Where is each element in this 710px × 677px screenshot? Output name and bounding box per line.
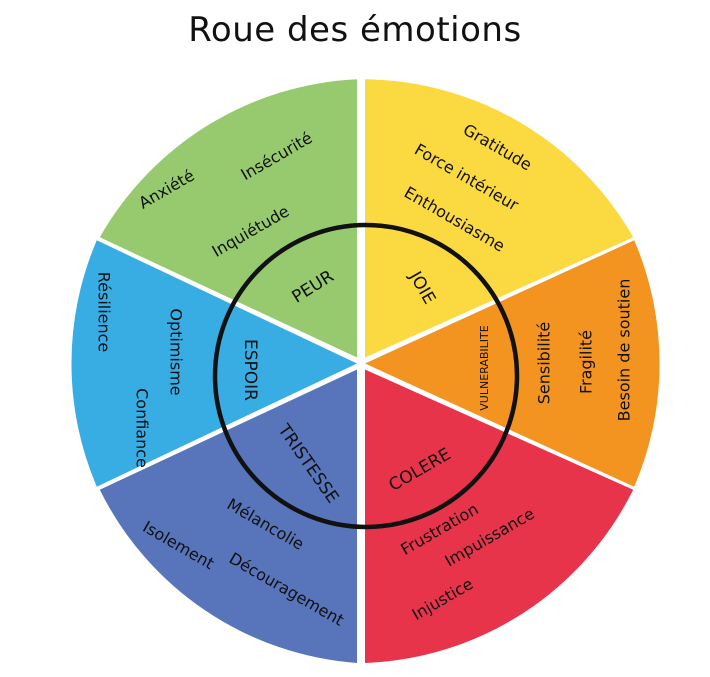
wheel-title: Roue des émotions bbox=[188, 10, 522, 50]
core-label-espoir: ESPOIR bbox=[240, 339, 260, 401]
item-besoin-de-soutien: Besoin de soutien bbox=[615, 279, 634, 422]
sector-peur-shape bbox=[99, 79, 358, 358]
item-fragilite: Fragilité bbox=[577, 330, 596, 394]
sector-vulnerabilite-shape bbox=[365, 240, 660, 487]
item-resilience: Résilience bbox=[95, 272, 114, 353]
sector-peur bbox=[99, 79, 358, 358]
core-label-vulnerabilite: VULNERABILITE bbox=[478, 325, 491, 410]
core-ring bbox=[212, 222, 520, 530]
sector-joie-shape bbox=[365, 79, 634, 358]
sector-colere bbox=[365, 369, 634, 663]
item-confiance: Confiance bbox=[133, 388, 152, 468]
sector-tristesse-shape bbox=[99, 369, 358, 663]
sector-tristesse bbox=[99, 369, 358, 663]
sector-colere-shape bbox=[365, 369, 634, 663]
sector-vulnerabilite bbox=[365, 240, 660, 487]
item-sensibilite: Sensibilité bbox=[535, 322, 554, 405]
sector-joie bbox=[365, 79, 634, 358]
item-optimisme: Optimisme bbox=[167, 308, 186, 395]
